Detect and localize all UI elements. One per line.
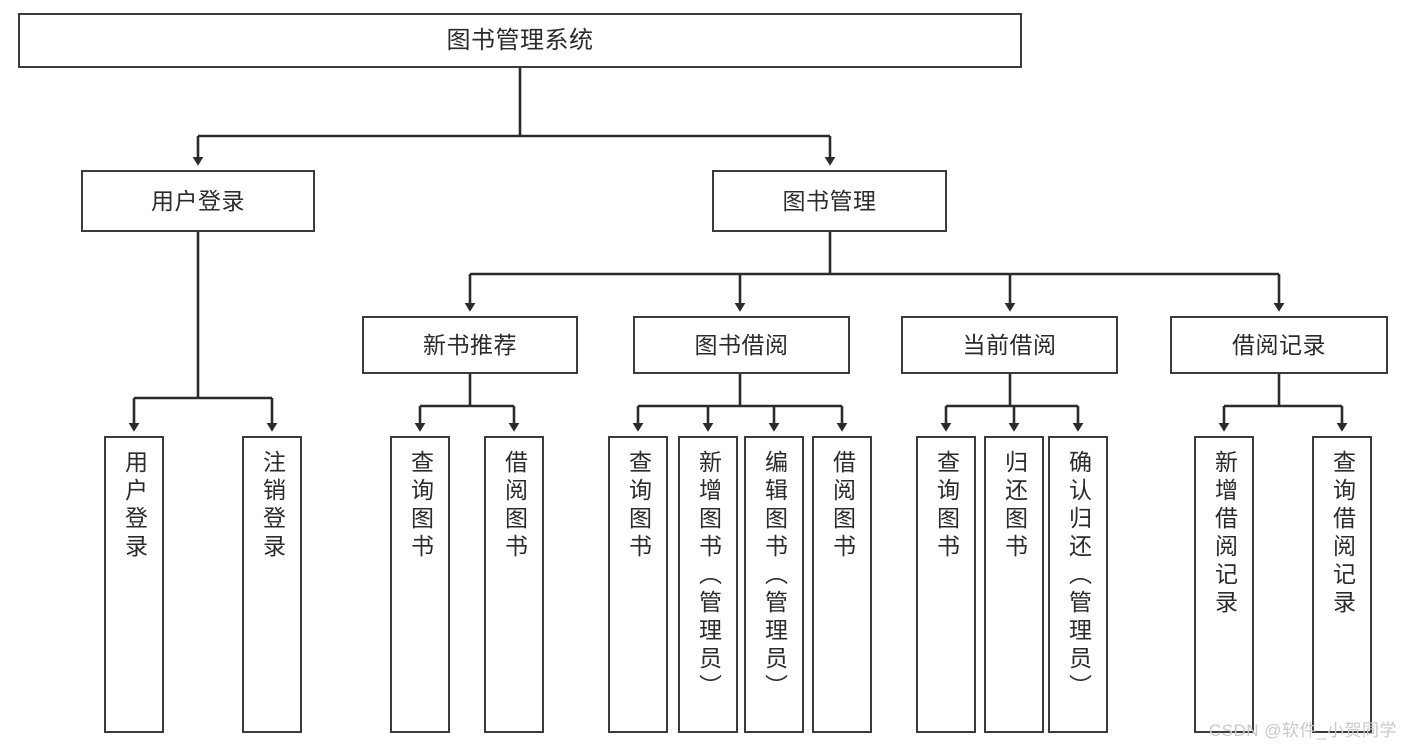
node-label: 查询图书	[407, 450, 434, 562]
node-label: 新增图书（管理员）	[695, 450, 722, 702]
node-borrow-record[interactable]: 借阅记录	[1170, 316, 1388, 374]
node-root[interactable]: 图书管理系统	[18, 13, 1022, 68]
node-book-borrow[interactable]: 图书借阅	[633, 316, 850, 374]
node-label: 借阅记录	[1232, 331, 1326, 358]
node-label: 用户登录	[121, 450, 148, 562]
node-label: 借阅图书	[829, 450, 856, 562]
leaf-add-book-admin[interactable]: 新增图书（管理员）	[678, 436, 738, 733]
leaf-add-borrow-record[interactable]: 新增借阅记录	[1194, 436, 1254, 733]
leaf-return-book[interactable]: 归还图书	[984, 436, 1044, 733]
leaf-query-book-borrow[interactable]: 查询图书	[608, 436, 668, 733]
leaf-logout[interactable]: 注销登录	[242, 436, 302, 733]
node-label: 图书管理	[782, 187, 877, 214]
node-label: 当前借阅	[962, 331, 1057, 358]
node-book-manage[interactable]: 图书管理	[712, 170, 947, 232]
node-current-borrow[interactable]: 当前借阅	[901, 316, 1118, 374]
node-label: 查询图书	[625, 450, 652, 562]
leaf-query-book-recommend[interactable]: 查询图书	[390, 436, 450, 733]
node-label: 用户登录	[151, 187, 245, 214]
node-label: 图书借阅	[694, 331, 789, 358]
leaf-borrow-book-recommend[interactable]: 借阅图书	[484, 436, 544, 733]
leaf-edit-book-admin[interactable]: 编辑图书（管理员）	[744, 436, 804, 733]
node-label: 编辑图书（管理员）	[761, 450, 788, 702]
node-label: 注销登录	[259, 450, 286, 562]
node-label: 图书管理系统	[446, 26, 594, 54]
leaf-query-book-current[interactable]: 查询图书	[916, 436, 976, 733]
node-label: 确认归还（管理员）	[1065, 450, 1092, 702]
leaf-query-borrow-record[interactable]: 查询借阅记录	[1312, 436, 1372, 733]
node-label: 归还图书	[1001, 450, 1028, 562]
node-label: 新增借阅记录	[1211, 450, 1238, 618]
node-label: 借阅图书	[501, 450, 528, 562]
leaf-user-login[interactable]: 用户登录	[104, 436, 164, 733]
node-user-login[interactable]: 用户登录	[81, 170, 315, 232]
leaf-borrow-book[interactable]: 借阅图书	[812, 436, 872, 733]
node-new-book-recommend[interactable]: 新书推荐	[362, 316, 578, 374]
node-label: 查询借阅记录	[1329, 450, 1356, 618]
leaf-confirm-return-admin[interactable]: 确认归还（管理员）	[1048, 436, 1108, 733]
node-label: 新书推荐	[423, 331, 517, 358]
node-label: 查询图书	[933, 450, 960, 562]
